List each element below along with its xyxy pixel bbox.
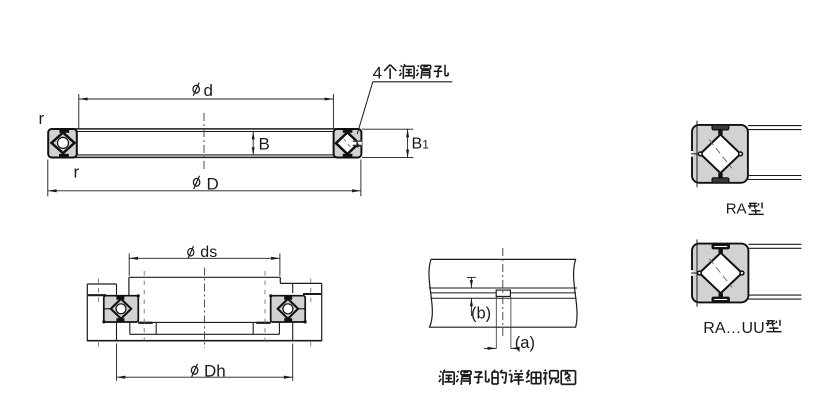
svg-text:d: d <box>204 81 213 100</box>
svg-text:ds: ds <box>200 244 217 261</box>
svg-text:B: B <box>259 135 270 154</box>
svg-text:B: B <box>412 136 423 153</box>
svg-text:r: r <box>39 109 45 128</box>
svg-text:D: D <box>207 174 219 193</box>
svg-text:4: 4 <box>373 64 382 83</box>
svg-text:(a): (a) <box>515 334 535 352</box>
svg-text:RA…UU: RA…UU <box>703 320 764 337</box>
svg-text:(b): (b) <box>471 305 491 323</box>
svg-text:1: 1 <box>422 138 429 152</box>
svg-text:Dh: Dh <box>204 362 226 381</box>
svg-text:r: r <box>74 163 80 182</box>
svg-text:RA: RA <box>726 200 747 217</box>
